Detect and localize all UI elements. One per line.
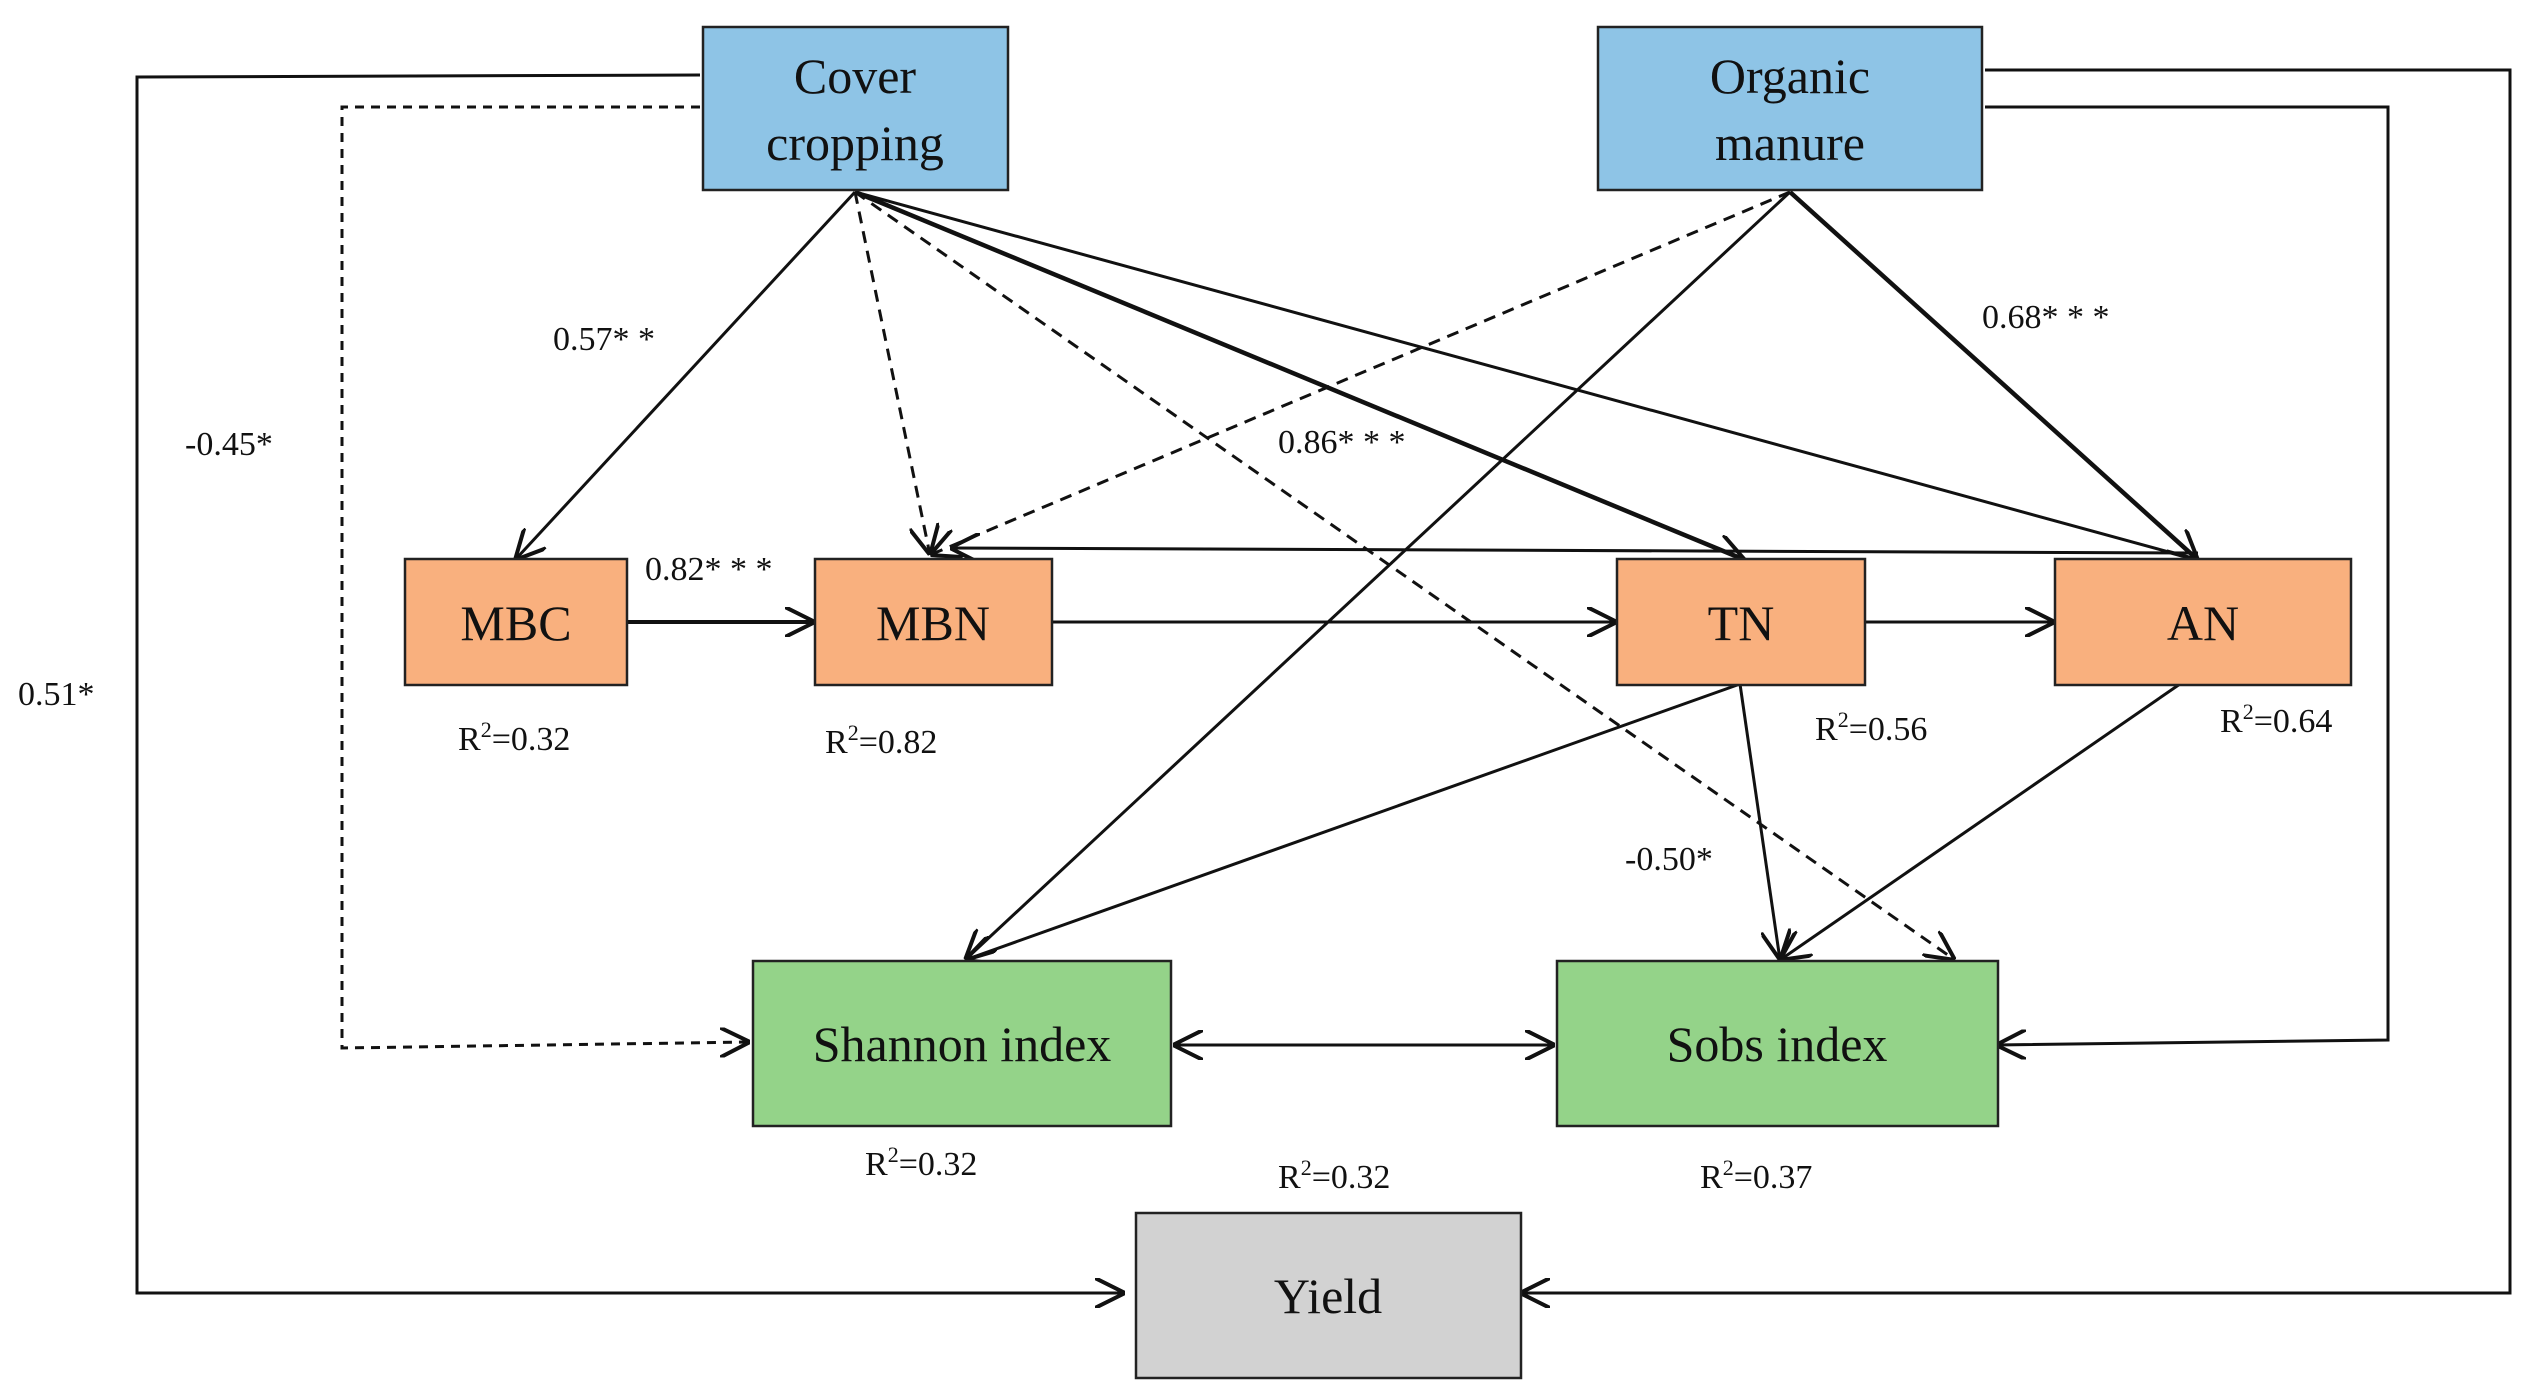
node-box (1555, 959, 2000, 1128)
r2-tn: R2=0.56 (1815, 707, 1927, 748)
node-an: AN (2053, 557, 2353, 687)
edge-tn-sobs (1738, 683, 1780, 960)
edge-cover-yield (135, 73, 1125, 1293)
node-label-line-2: cropping (766, 115, 944, 171)
node-box (403, 557, 629, 687)
node-box (1596, 25, 1984, 192)
node-label-line-2: manure (1715, 115, 1865, 171)
node-box (1134, 1211, 1523, 1380)
edge-cover-mbc (515, 190, 857, 560)
edge-tn-shannon (965, 682, 1741, 960)
node-organic-manure: Organic manure (1596, 25, 1984, 192)
node-label: Shannon index (813, 1016, 1112, 1072)
node-mbn: MBN (813, 557, 1054, 687)
r2-yield: R2=0.32 (1278, 1155, 1390, 1196)
r2-shannon: R2=0.32 (865, 1142, 977, 1183)
edge-an-mbn (950, 548, 2199, 553)
node-label-line-1: Organic (1710, 48, 1870, 104)
node-yield: Yield (1134, 1211, 1523, 1380)
node-label: MBN (876, 595, 990, 651)
node-label: MBC (460, 595, 571, 651)
edge-an-sobs (1780, 682, 2181, 960)
node-label: AN (2167, 595, 2239, 651)
edge-manure-sobs (1985, 105, 2390, 1045)
coef-cover-mbc: 0.57* * (553, 321, 655, 358)
r2-sobs: R2=0.37 (1700, 1155, 1812, 1196)
coef-mbc-mbn: 0.82* * * (645, 551, 773, 588)
node-label: Yield (1274, 1268, 1382, 1324)
r2-an: R2=0.64 (2220, 699, 2332, 740)
r2-mbc: R2=0.32 (458, 717, 570, 758)
edge-manure-mbn (930, 190, 1791, 555)
edge-cover-sobs (854, 190, 1955, 960)
edge-cover-tn (854, 189, 1745, 560)
edge-manure-yield (1520, 68, 2512, 1293)
node-box (813, 557, 1054, 687)
edge-cover-shannon (340, 105, 750, 1048)
coef-cover-tn: 0.86* * * (1278, 424, 1406, 461)
edge-manure-an (1788, 190, 2198, 560)
edge-cover-mbn (853, 191, 930, 555)
node-tn: TN (1615, 557, 1867, 687)
coef-manure-an: 0.68* * * (1982, 299, 2110, 336)
node-box (1615, 557, 1867, 687)
r2-labels: R2=0.32 R2=0.82 R2=0.56 R2=0.64 R2=0.32 … (458, 699, 2332, 1196)
node-label-line-1: Cover (794, 48, 917, 104)
node-label: TN (1708, 595, 1775, 651)
node-sobs-index: Sobs index (1555, 959, 2000, 1128)
edge-manure-shannon (965, 190, 1792, 960)
node-mbc: MBC (403, 557, 629, 687)
coef-tn-sobs: -0.50* (1625, 841, 1713, 878)
node-label: Sobs index (1667, 1016, 1888, 1072)
node-box (701, 25, 1010, 192)
coefficients: 0.57* * -0.45* 0.51* 0.82* * * 0.86* * *… (18, 299, 2110, 878)
coef-cover-yield: 0.51* (18, 676, 95, 713)
node-box (751, 959, 1173, 1128)
r2-mbn: R2=0.82 (825, 720, 937, 761)
node-shannon-index: Shannon index (751, 959, 1173, 1128)
node-cover-cropping: Cover cropping (701, 25, 1010, 192)
edges (135, 68, 2512, 1293)
coef-cover-shannon: -0.45* (185, 426, 273, 463)
edge-cover-an (854, 190, 2198, 560)
node-box (2053, 557, 2353, 687)
